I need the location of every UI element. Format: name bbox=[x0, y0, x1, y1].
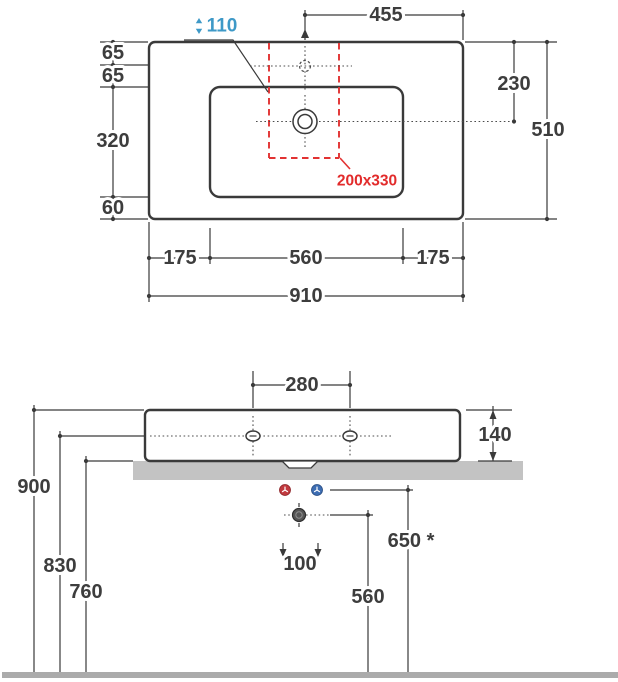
bowl-outline bbox=[208, 85, 405, 199]
tap-depth-note: 110 bbox=[184, 13, 269, 93]
dim-bowl-depth-label: 320 bbox=[96, 130, 129, 152]
dim-total-width-label: 910 bbox=[289, 285, 322, 307]
drain-clearance-dimension: 100 bbox=[279, 543, 322, 578]
tap-hole bbox=[250, 46, 352, 90]
dim-side-margin-left-label: 175 bbox=[163, 247, 196, 269]
hole-spacing-dimension: 280 bbox=[250, 371, 353, 408]
dim-tap-depth-label: 110 bbox=[207, 16, 238, 37]
front-view: 280 140 900 830 760 bbox=[2, 371, 618, 678]
dim-waste-height-label: 560 bbox=[351, 586, 384, 608]
dim-height-holes-label: 830 bbox=[43, 555, 76, 577]
left-dimension-chain: 65 65 320 60 bbox=[93, 39, 148, 222]
tap-offset-dimension: 455 bbox=[301, 1, 466, 40]
supply-height-dimension: 650 * bbox=[330, 485, 438, 672]
cutout-leader-line bbox=[339, 157, 351, 170]
dim-supply-height-label: 650 * bbox=[388, 530, 435, 552]
cutout-size-label: 200x330 bbox=[337, 173, 397, 190]
dim-bowl-width-label: 560 bbox=[289, 247, 322, 269]
cold-water-icon bbox=[311, 484, 323, 496]
dim-side-margin-right-label: 175 bbox=[416, 247, 449, 269]
dim-edge-gap-1-label: 65 bbox=[102, 42, 124, 64]
bottom-dimension-chain: 175 560 175 910 bbox=[146, 222, 466, 310]
dim-basin-height-label: 140 bbox=[478, 424, 511, 446]
wall-band bbox=[133, 461, 523, 480]
dim-edge-gap-2-label: 65 bbox=[102, 65, 124, 87]
cutout-dashed-rect bbox=[268, 43, 351, 170]
depth-arrows-icon bbox=[195, 18, 203, 34]
dim-total-depth-label: 510 bbox=[531, 119, 564, 141]
tap-depth-leader bbox=[184, 39, 269, 93]
drain-hole bbox=[256, 95, 514, 147]
waste-height-dimension: 560 bbox=[306, 510, 388, 672]
fixing-holes bbox=[60, 416, 392, 456]
hot-water-icon bbox=[279, 484, 291, 496]
dim-tap-offset-label: 455 bbox=[369, 4, 402, 26]
dim-height-top-label: 900 bbox=[17, 476, 50, 498]
dim-height-bottom-label: 760 bbox=[69, 581, 102, 603]
dim-bottom-gap-label: 60 bbox=[102, 197, 124, 219]
basin-height-dimension: 140 bbox=[466, 406, 515, 462]
floor-line bbox=[2, 672, 618, 678]
dim-drain-clearance-label: 100 bbox=[283, 553, 316, 575]
waste-outlet-icon bbox=[284, 503, 307, 527]
top-view: 110 200x330 65 65 320 60 bbox=[93, 1, 568, 310]
dim-drain-offset-label: 230 bbox=[497, 73, 530, 95]
drain-recess bbox=[280, 460, 320, 469]
right-dimension-chain: 230 510 bbox=[465, 39, 568, 222]
dim-hole-spacing-label: 280 bbox=[285, 374, 318, 396]
height-dimension-chain: 900 830 760 bbox=[14, 405, 144, 672]
